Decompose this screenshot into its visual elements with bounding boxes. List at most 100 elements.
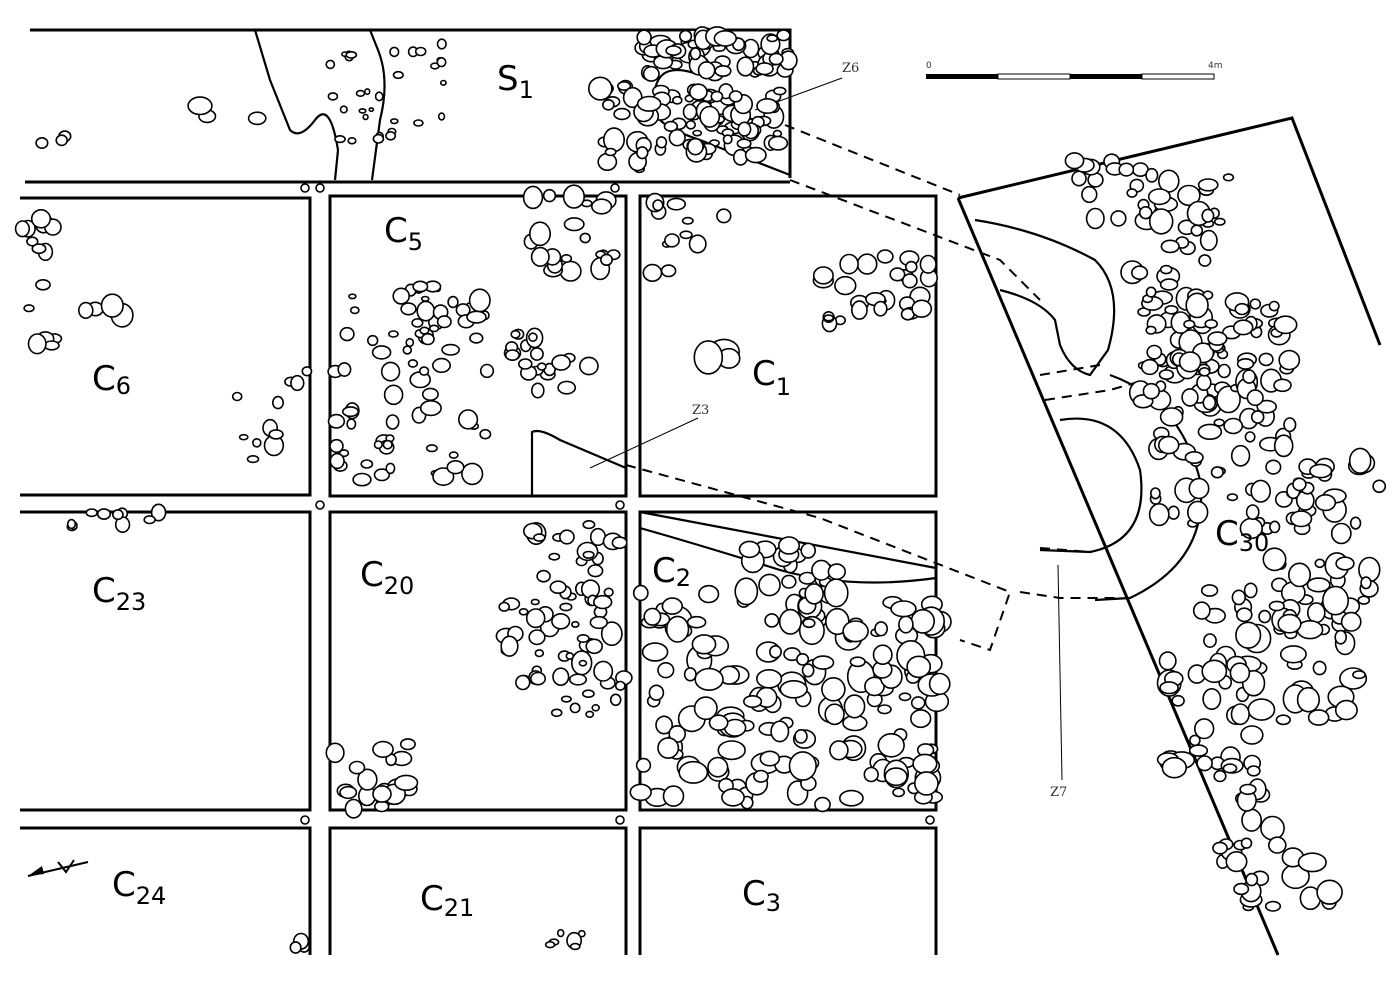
stone [360, 459, 374, 469]
stone [755, 668, 783, 689]
label-z7: Z7 [1050, 785, 1067, 800]
stone [1145, 167, 1159, 183]
stone [1314, 494, 1337, 512]
stone [380, 361, 401, 382]
stone [641, 642, 669, 662]
stone [385, 462, 396, 475]
stone [856, 253, 878, 275]
stone [1360, 576, 1372, 590]
stone [1196, 374, 1212, 391]
trench-c23-outline [20, 510, 312, 812]
stone [1240, 725, 1264, 745]
stone [874, 621, 888, 637]
stone [738, 540, 761, 559]
stone [1334, 629, 1347, 645]
stone [458, 409, 479, 430]
stone [1268, 300, 1280, 312]
stone [660, 264, 677, 278]
stone [1340, 611, 1362, 632]
stone [544, 940, 556, 949]
stone [565, 652, 575, 660]
stone [1265, 459, 1282, 475]
stone [1140, 358, 1159, 376]
label-z6: Z6 [842, 61, 859, 76]
trench-c5-outline [328, 194, 628, 498]
stone [686, 615, 707, 629]
stone [721, 788, 745, 807]
stone [707, 756, 729, 778]
stone [1277, 613, 1302, 634]
stone [466, 310, 487, 324]
stone [1312, 660, 1327, 676]
stone [522, 185, 544, 210]
stone [795, 653, 810, 666]
stone [550, 708, 563, 718]
stone [804, 583, 824, 605]
stone [562, 184, 586, 209]
stone [591, 703, 601, 712]
stone [246, 455, 260, 464]
stone [872, 644, 893, 666]
stone [289, 941, 302, 954]
stone [585, 638, 604, 655]
stone [889, 267, 906, 282]
stone [468, 288, 491, 313]
trench-c30-outline [957, 116, 1382, 346]
stone [441, 343, 461, 356]
stone [1203, 633, 1217, 648]
stone [1197, 178, 1219, 192]
stone [689, 83, 708, 101]
stone [802, 618, 816, 629]
stone [616, 81, 632, 92]
stone [419, 326, 430, 335]
stone [877, 704, 892, 715]
stone [603, 587, 614, 597]
label-c30: C30 [1215, 514, 1269, 557]
stone [1200, 584, 1219, 597]
stone [420, 295, 430, 302]
stone [1064, 152, 1085, 170]
stone [552, 667, 570, 687]
stone [1236, 357, 1255, 370]
stone [668, 128, 686, 147]
stone [710, 90, 724, 103]
stone [1348, 447, 1372, 474]
stone [389, 46, 400, 58]
stone [1202, 394, 1217, 411]
trench-c1-outline [638, 194, 938, 498]
stone [372, 740, 394, 759]
stone [1213, 769, 1227, 783]
stone [556, 928, 565, 938]
stone [560, 695, 572, 703]
stone [352, 472, 372, 487]
stone [1204, 318, 1218, 329]
stone [600, 621, 623, 647]
stone [1231, 589, 1247, 606]
stone [756, 98, 779, 115]
stone [437, 112, 446, 121]
stone [1250, 410, 1265, 424]
stone [419, 400, 442, 417]
stone [1189, 734, 1201, 747]
stone [1258, 352, 1274, 367]
stone [691, 634, 717, 655]
stone [364, 88, 371, 96]
stone [529, 347, 544, 361]
stone [1372, 479, 1387, 494]
stone [347, 137, 357, 145]
stone [1197, 423, 1223, 440]
stone [1142, 382, 1161, 400]
stone [713, 30, 737, 47]
stone [96, 508, 112, 520]
stone [385, 414, 400, 430]
stone [1229, 662, 1251, 684]
stone [864, 676, 885, 697]
stone [1240, 837, 1253, 849]
stone [339, 326, 355, 342]
stone [383, 384, 404, 406]
stone [1246, 765, 1261, 777]
stone [1085, 207, 1105, 230]
stone [431, 357, 451, 374]
stone [528, 629, 546, 646]
